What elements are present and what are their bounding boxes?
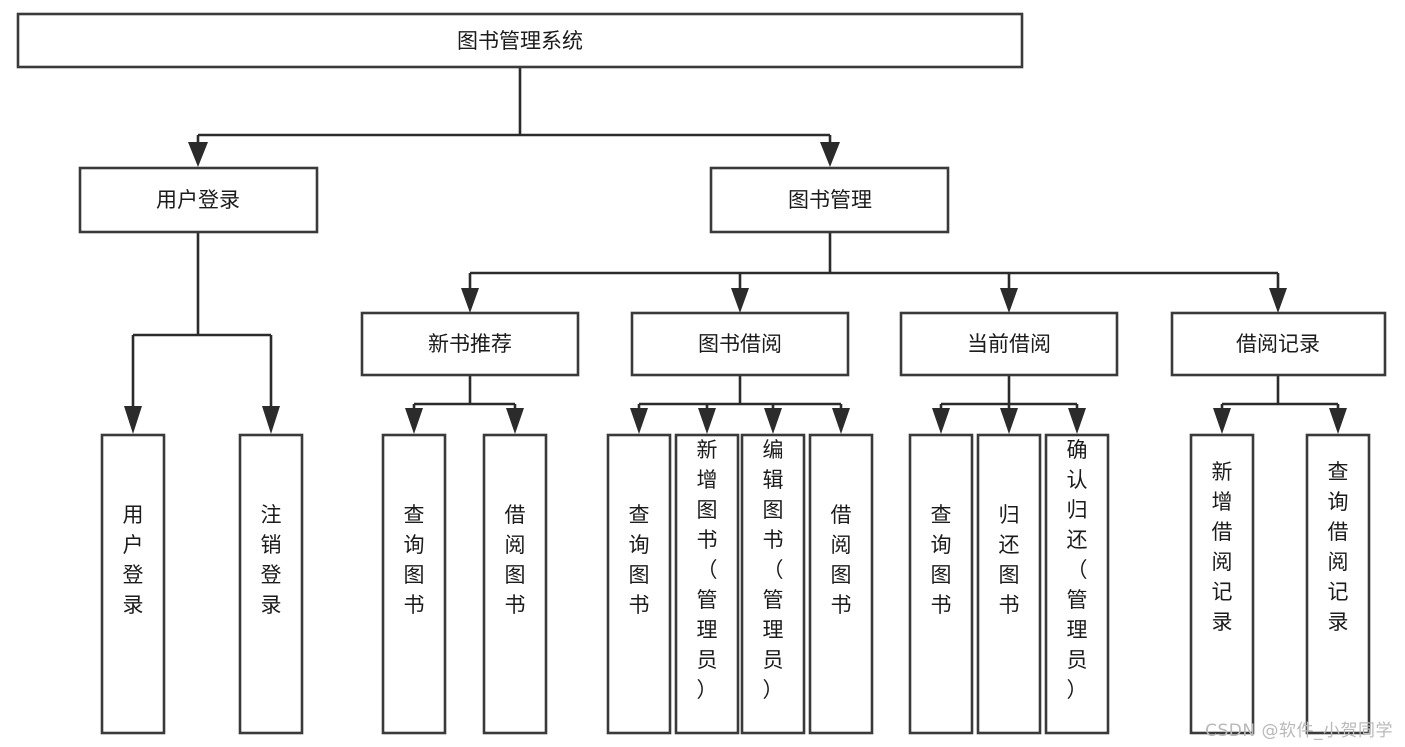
node-l2-1[interactable]: 图书管理 [709,166,950,234]
node-leaf-10[interactable]: 确认归还（管理员） [1044,433,1110,735]
arrow-head-l3-0 [461,288,479,313]
node-l2-1-label: 图书管理 [788,188,872,212]
node-leaf-0-label: 用户登录 [123,503,144,617]
arrow-head-l3-3 [1269,288,1287,313]
node-leaf-1-label: 注销登录 [261,503,282,617]
node-leaf-5-label: 新增图书（管理员） [697,438,718,702]
node-leaf-10-box[interactable] [1044,433,1110,735]
node-leaf-2-label: 查询图书 [404,503,425,617]
node-l3-2-label: 当前借阅 [967,332,1051,356]
node-leaf-11-label: 新增借阅记录 [1212,460,1233,634]
node-leaf-8[interactable]: 查询图书 [908,433,974,735]
node-l3-1-label: 图书借阅 [698,332,782,356]
node-leaf-8-label: 查询图书 [931,503,952,617]
arrow-head-root-to-l2-0 [188,142,208,167]
node-leaf-2-box[interactable] [381,433,447,735]
arrow-head-leaf-10 [1068,408,1086,434]
node-l3-1-box[interactable] [630,311,850,377]
arrow-head-root-to-l2-1 [820,142,840,167]
arrow-head-leaf-5 [698,408,716,434]
node-leaf-12[interactable]: 查询借阅记录 [1305,433,1371,735]
node-leaf-9[interactable]: 归还图书 [976,433,1042,735]
arrow-head-leaf-9 [1000,408,1018,434]
node-layer: 图书管理系统 用户登录 图书管理 新书推荐 图书借阅 当前 [16,12,1387,735]
node-l3-3[interactable]: 借阅记录 [1170,311,1387,377]
node-leaf-1-box[interactable] [238,433,304,735]
node-l3-3-box[interactable] [1170,311,1387,377]
arrow-head-leaf-7 [832,408,850,434]
node-leaf-3-label: 借阅图书 [505,503,526,617]
node-leaf-7-box[interactable] [808,433,874,735]
node-leaf-5-box[interactable] [674,433,740,735]
node-leaf-11[interactable]: 新增借阅记录 [1189,433,1255,735]
node-root[interactable]: 图书管理系统 [16,12,1024,69]
node-leaf-4-box[interactable] [606,433,672,735]
node-leaf-0[interactable]: 用户登录 [100,433,166,735]
node-leaf-12-label: 查询借阅记录 [1328,460,1349,634]
node-leaf-4-label: 查询图书 [629,503,650,617]
node-leaf-6[interactable]: 编辑图书（管理员） [740,433,806,735]
node-l2-0-label: 用户登录 [156,188,240,212]
node-leaf-12-box[interactable] [1305,433,1371,735]
connector-layer [124,67,1347,434]
node-leaf-11-box[interactable] [1189,433,1255,735]
node-root-box[interactable] [16,12,1024,69]
node-l3-0[interactable]: 新书推荐 [360,311,580,377]
node-leaf-0-box[interactable] [100,433,166,735]
node-leaf-3-box[interactable] [482,433,548,735]
node-l2-1-box[interactable] [709,166,950,234]
node-leaf-8-box[interactable] [908,433,974,735]
node-leaf-4[interactable]: 查询图书 [606,433,672,735]
node-l3-0-label: 新书推荐 [428,332,512,356]
arrow-head-leaf-1 [262,406,280,434]
arrow-head-leaf-12 [1329,408,1347,434]
arrow-head-leaf-0 [124,406,142,434]
arrow-head-leaf-2 [405,408,423,434]
node-leaf-9-label: 归还图书 [999,503,1020,617]
node-l3-2[interactable]: 当前借阅 [899,311,1119,377]
arrow-head-leaf-11 [1213,408,1231,434]
node-leaf-7[interactable]: 借阅图书 [808,433,874,735]
arrow-head-l3-2 [1000,288,1018,313]
arrow-head-leaf-3 [506,408,524,434]
node-l3-1[interactable]: 图书借阅 [630,311,850,377]
node-leaf-5[interactable]: 新增图书（管理员） [674,433,740,735]
node-leaf-1[interactable]: 注销登录 [238,433,304,735]
node-l3-3-label: 借阅记录 [1236,332,1320,356]
arrow-head-leaf-8 [932,408,950,434]
node-leaf-9-box[interactable] [976,433,1042,735]
node-leaf-6-label: 编辑图书（管理员） [763,438,784,702]
arrow-head-leaf-6 [764,408,782,434]
arrow-head-leaf-4 [630,408,648,434]
node-root-label: 图书管理系统 [457,29,583,53]
node-l3-0-box[interactable] [360,311,580,377]
node-leaf-7-label: 借阅图书 [831,503,852,617]
arrow-head-l3-1 [731,288,749,313]
node-leaf-6-box[interactable] [740,433,806,735]
node-l2-0-box[interactable] [78,166,319,234]
node-l3-2-box[interactable] [899,311,1119,377]
node-leaf-10-label: 确认归还（管理员） [1067,438,1088,702]
node-leaf-3[interactable]: 借阅图书 [482,433,548,735]
node-l2-0[interactable]: 用户登录 [78,166,319,234]
node-leaf-2[interactable]: 查询图书 [381,433,447,735]
